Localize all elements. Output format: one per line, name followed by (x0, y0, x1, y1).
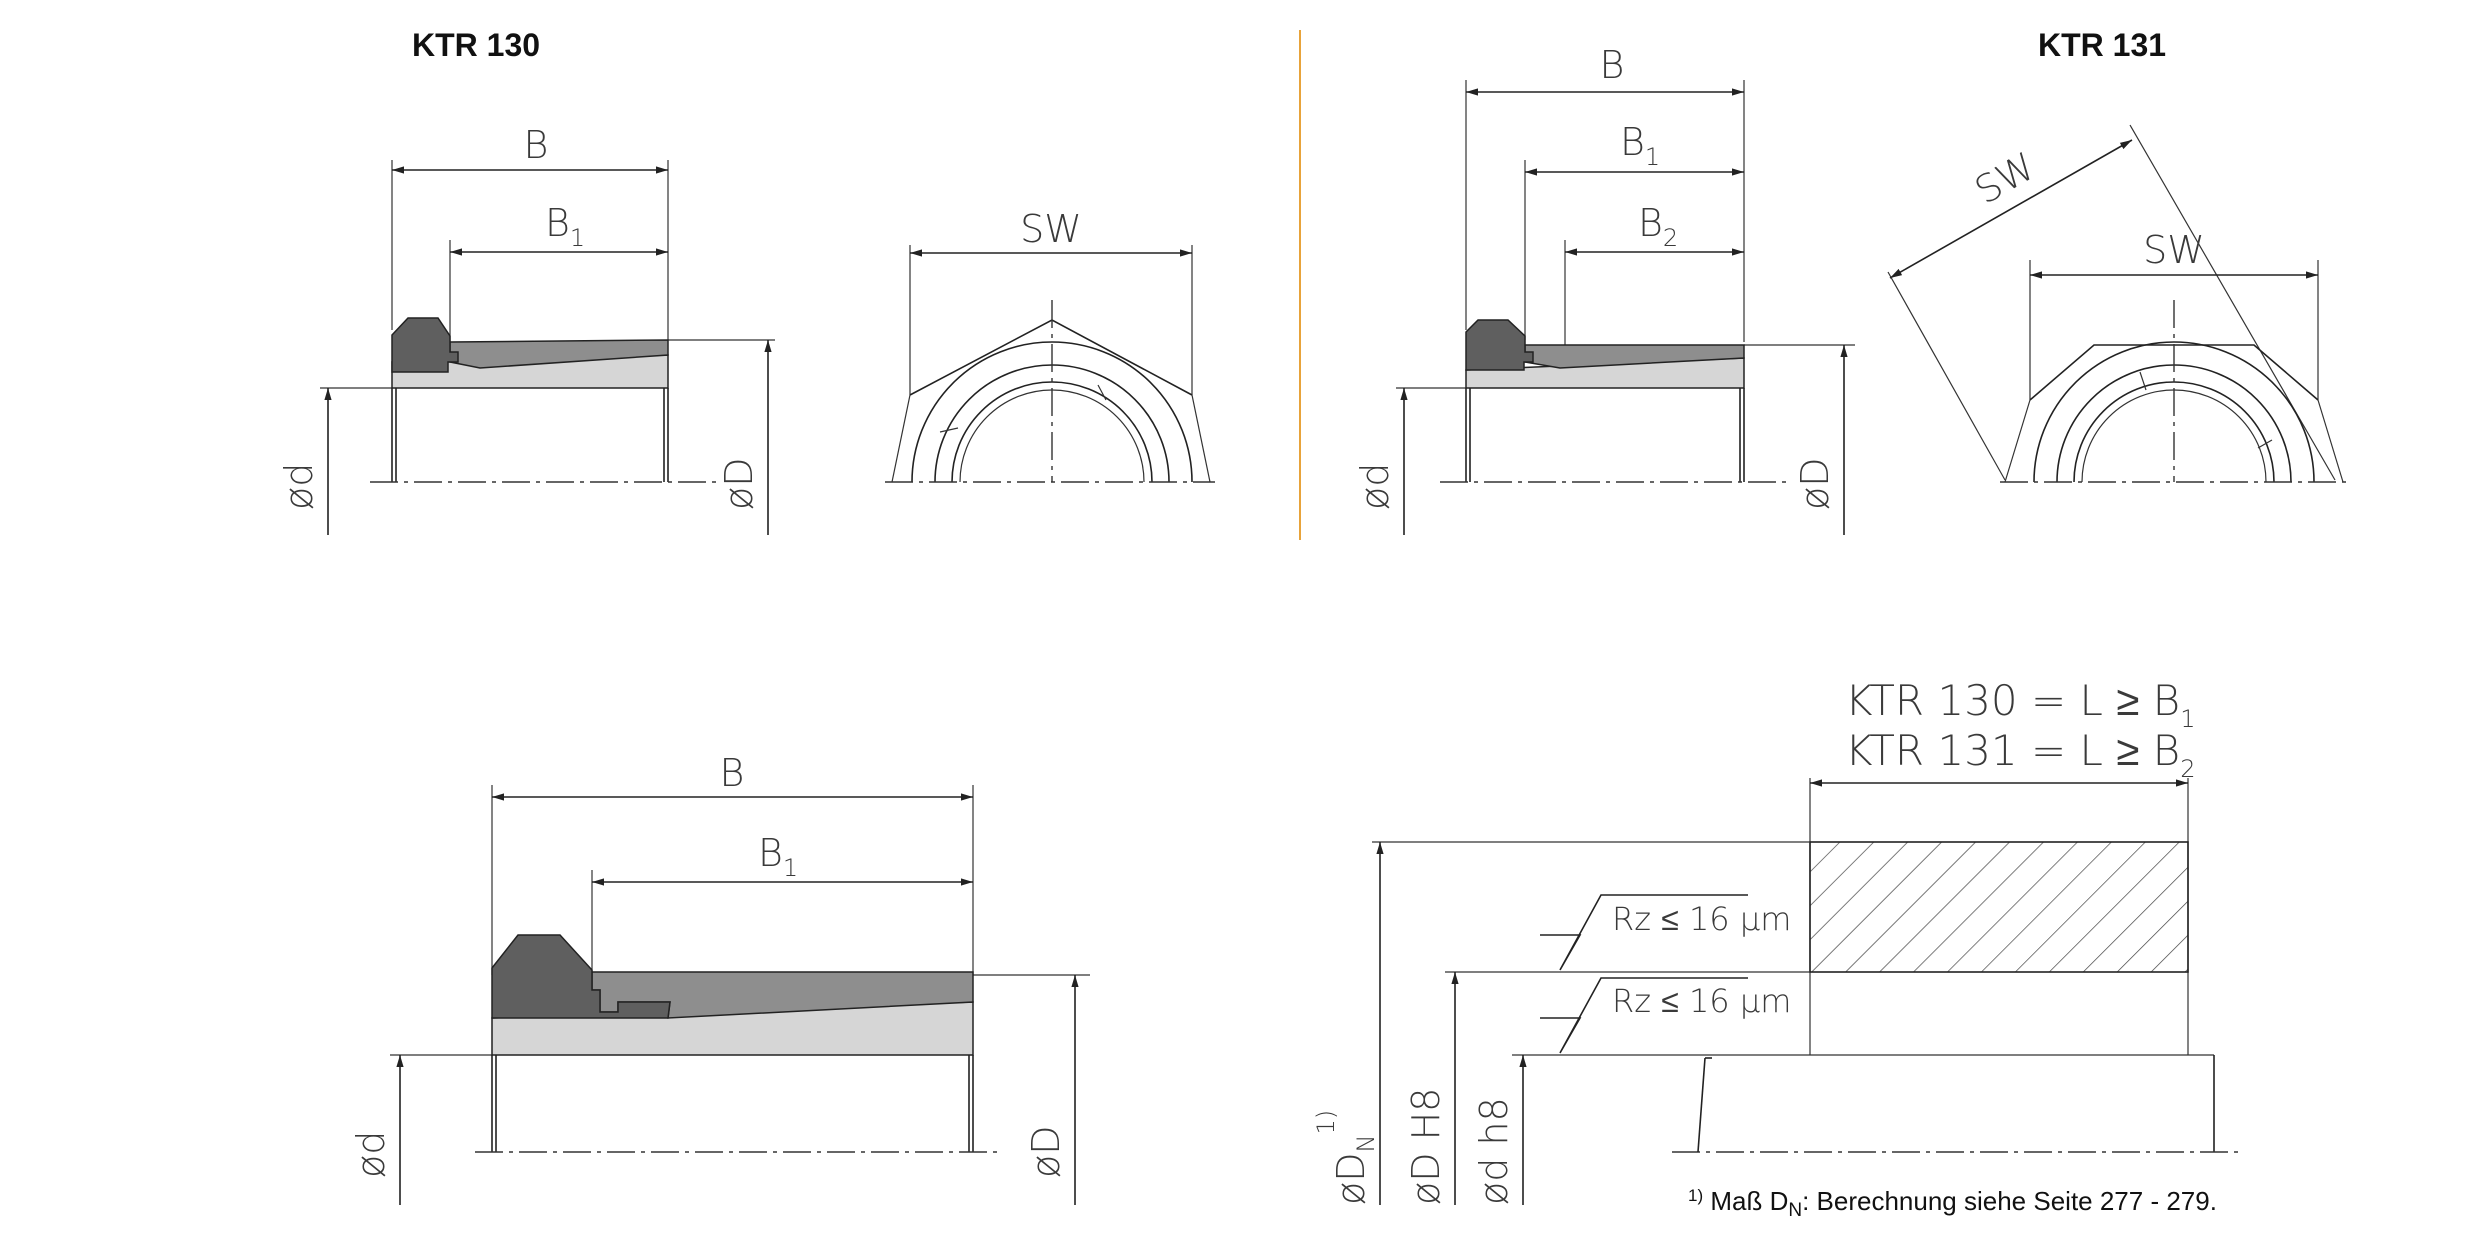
dim-label-b1-large: B1 (758, 831, 798, 882)
dim-label-b1-131: B1 (1620, 120, 1660, 171)
dim-label-d-h8: øD H8 (1404, 1088, 1448, 1205)
ktr130-section-view: B B1 ød øD (277, 123, 775, 535)
dim-label-bigd-131: øD (1793, 457, 1837, 510)
install-condition-ktr131: KTR 131 = L ≥ B2 (1845, 726, 2195, 783)
dim-label-sw-131-diag: SW (1968, 144, 2043, 213)
title-ktr-130: KTR 130 (412, 27, 540, 63)
title-ktr-131: KTR 131 (2038, 27, 2166, 63)
dim-label-sw: SW (1020, 207, 1082, 251)
footnote: 1) Maß DN: Berechnung siehe Seite 277 - … (1688, 1186, 2217, 1221)
installation-space-drawing: KTR 130 = L ≥ B1 KTR 131 = L ≥ B2 Rz ≤ 1… (1312, 676, 2238, 1205)
dim-label-d: ød (277, 463, 321, 510)
dim-label-b1: B1 (545, 201, 585, 252)
dim-label-b2-131: B2 (1638, 201, 1678, 252)
dim-label-dn: øDN1) (1312, 1110, 1380, 1205)
surface-roughness-2: Rz ≤ 16 µm (1612, 982, 1791, 1020)
ktr130-large-section-view: B B1 ød øD (349, 751, 1090, 1205)
dim-label-bigd: øD (717, 457, 761, 510)
install-condition-ktr130: KTR 130 = L ≥ B1 (1845, 676, 2195, 733)
surface-roughness-1: Rz ≤ 16 µm (1612, 900, 1791, 938)
dim-label-b-131: B (1600, 43, 1625, 87)
dim-label-sw-131: SW (2143, 228, 2205, 272)
ktr131-front-view: SW SW (1887, 124, 2350, 483)
ktr130-front-view: SW (885, 207, 1215, 483)
dim-label-b-large: B (720, 751, 745, 795)
dim-label-b: B (524, 123, 549, 167)
ktr131-section-view: B B1 B2 ød øD (1353, 43, 1855, 535)
groove-hatched-area (1809, 841, 2189, 973)
dim-label-bigd-large: øD (1024, 1125, 1068, 1178)
dim-label-d-131: ød (1353, 463, 1397, 510)
dim-label-d-large: ød (349, 1131, 393, 1178)
dim-label-d-h8-shaft: ød h8 (1472, 1097, 1516, 1205)
